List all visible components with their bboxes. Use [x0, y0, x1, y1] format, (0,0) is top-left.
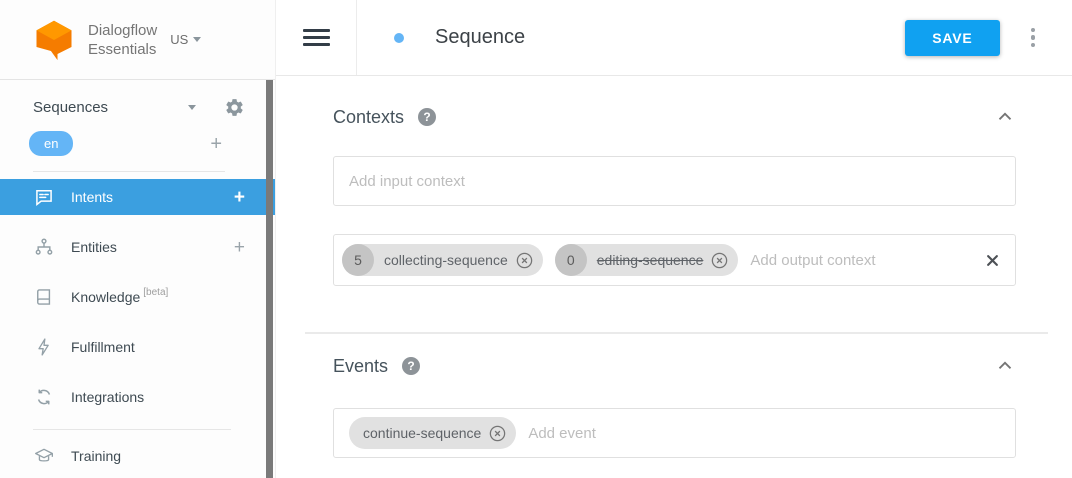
add-entity-button[interactable]: +: [233, 236, 245, 258]
language-badge[interactable]: en: [29, 131, 74, 156]
sync-arrows-icon: [34, 387, 54, 407]
sidebar-item-training[interactable]: Training: [0, 438, 275, 474]
intent-status-dot: [394, 32, 404, 43]
sidebar-nav: Intents + Entities + Knowledge [beta]: [0, 179, 275, 474]
region-label: US: [170, 32, 189, 47]
hamburger-icon: [302, 25, 330, 50]
output-context-input[interactable]: [750, 251, 975, 269]
entities-tree-icon: [34, 237, 54, 257]
events-section-header: Events ?: [333, 355, 1016, 377]
events-field[interactable]: continue-sequence: [333, 408, 1016, 458]
sidebar-item-entities[interactable]: Entities +: [0, 229, 275, 265]
main-header: Sequence SAVE: [276, 0, 1072, 76]
context-chip-label: collecting-sequence: [384, 252, 508, 268]
sidebar-item-integrations[interactable]: Integrations: [0, 379, 275, 415]
main-panel: Sequence SAVE Contexts ? 5 collecting-se…: [276, 0, 1072, 478]
input-context-field[interactable]: [333, 156, 1016, 206]
events-heading: Events: [333, 355, 389, 376]
page-title: Sequence: [435, 26, 526, 48]
sidebar-item-intents[interactable]: Intents +: [0, 179, 275, 215]
sidebar-header: Dialogflow Essentials US: [0, 0, 275, 80]
sidebar-item-label: Fulfillment: [71, 339, 135, 355]
events-collapse-chevron-icon[interactable]: [994, 355, 1016, 377]
agent-name[interactable]: Sequences: [33, 99, 109, 116]
sidebar-scrollbar[interactable]: [266, 80, 273, 478]
sidebar-item-knowledge[interactable]: Knowledge [beta]: [0, 279, 275, 315]
dialogflow-logo-icon: [33, 18, 75, 62]
caret-down-icon: [193, 37, 202, 42]
sidebar-item-label: Knowledge: [71, 289, 141, 305]
chat-bubble-icon: [34, 187, 54, 207]
output-context-chip: 0 editing-sequence: [554, 244, 739, 276]
language-row: en +: [0, 118, 275, 156]
beta-badge: [beta]: [143, 286, 169, 298]
remove-context-icon[interactable]: [515, 251, 534, 270]
output-context-chip: 5 collecting-sequence: [342, 244, 543, 276]
menu-toggle[interactable]: [276, 0, 357, 75]
context-chip-label: editing-sequence: [596, 252, 704, 268]
sidebar-divider: [33, 171, 225, 172]
more-options-kebab-icon[interactable]: [1027, 24, 1040, 52]
agent-settings-gear-icon[interactable]: [224, 97, 245, 118]
sidebar-divider: [33, 429, 231, 430]
brand-line1: Dialogflow: [88, 21, 158, 39]
graduation-cap-icon: [34, 446, 54, 466]
sidebar: Dialogflow Essentials US Sequences en +: [0, 0, 276, 478]
lightning-bolt-icon: [34, 337, 54, 357]
event-chip-label: continue-sequence: [363, 425, 482, 441]
sidebar-item-label: Intents: [71, 189, 114, 205]
clear-contexts-icon[interactable]: [985, 253, 1000, 268]
remove-event-icon[interactable]: [488, 424, 507, 443]
contexts-heading: Contexts: [333, 106, 405, 127]
sidebar-item-label: Training: [71, 448, 122, 464]
context-lifespan-badge: 0: [554, 244, 587, 276]
event-input[interactable]: [528, 424, 1000, 442]
contexts-section-header: Contexts ?: [333, 106, 1016, 128]
add-intent-button[interactable]: +: [233, 186, 245, 208]
event-chip: continue-sequence: [349, 417, 517, 449]
sidebar-item-fulfillment[interactable]: Fulfillment: [0, 329, 275, 365]
agent-row: Sequences: [0, 80, 275, 118]
output-context-field[interactable]: 5 collecting-sequence 0 editing-sequence: [333, 234, 1016, 286]
intent-editor: Contexts ? 5 collecting-sequence: [276, 76, 1072, 478]
sidebar-item-label: Integrations: [71, 389, 145, 405]
brand-line2: Essentials: [88, 40, 157, 58]
add-language-button[interactable]: +: [210, 132, 222, 155]
save-button[interactable]: SAVE: [905, 19, 1000, 56]
book-icon: [34, 287, 54, 307]
events-help-icon[interactable]: ?: [402, 357, 421, 375]
sidebar-item-label: Entities: [71, 239, 117, 255]
region-selector[interactable]: US: [170, 32, 202, 47]
contexts-collapse-chevron-icon[interactable]: [994, 106, 1016, 128]
brand-name: Dialogflow Essentials: [88, 21, 157, 59]
remove-context-icon[interactable]: [710, 251, 729, 270]
contexts-help-icon[interactable]: ?: [418, 108, 437, 126]
agent-dropdown-caret-icon[interactable]: [188, 105, 196, 110]
input-context-input[interactable]: [349, 172, 1000, 190]
section-divider: [305, 332, 1048, 334]
context-lifespan-badge: 5: [342, 244, 374, 276]
